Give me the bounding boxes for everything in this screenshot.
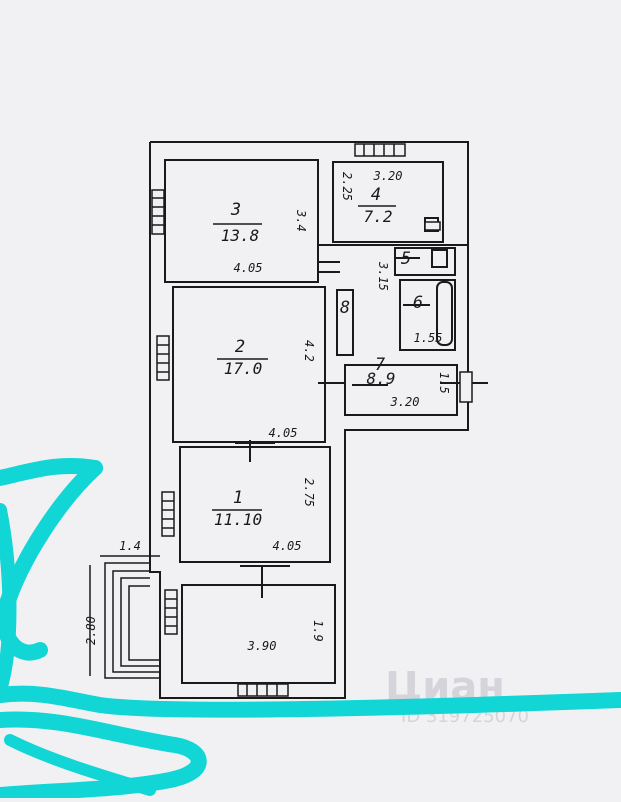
room-4-length: 2.25 bbox=[340, 172, 354, 201]
window-kitchen bbox=[354, 143, 406, 157]
marker-stroke bbox=[0, 685, 621, 718]
room-1-width: 4.05 bbox=[273, 539, 302, 553]
window-room-2 bbox=[156, 335, 170, 381]
marker-stroke bbox=[0, 711, 207, 802]
marker-stroke bbox=[4, 734, 156, 796]
room-1-area: 11.10 bbox=[214, 510, 262, 529]
room-7-width: 3.20 bbox=[390, 395, 420, 409]
staircase bbox=[89, 555, 160, 679]
stair-top-dim: 1.4 bbox=[119, 539, 141, 553]
room-6-number: 6 bbox=[413, 293, 423, 313]
room-4-number: 4 bbox=[371, 185, 381, 205]
window-small bbox=[424, 221, 441, 231]
window-balcony-bottom bbox=[237, 683, 289, 697]
room-7-area: 8.9 bbox=[367, 369, 396, 388]
marker-stroke bbox=[0, 503, 17, 697]
stair-side-dim: 2.80 bbox=[84, 616, 98, 645]
room-6-wall bbox=[399, 279, 456, 351]
room-4-wall bbox=[332, 161, 444, 243]
room-7-wall bbox=[344, 364, 458, 416]
room-3-width: 4.05 bbox=[234, 261, 263, 275]
room-2-area: 17.0 bbox=[224, 359, 263, 378]
room-5-wall bbox=[394, 247, 456, 276]
sink-fixture bbox=[431, 249, 448, 268]
windows bbox=[151, 143, 473, 697]
room-7-number: 7 bbox=[375, 355, 386, 375]
room-1-length: 2.75 bbox=[302, 478, 316, 507]
window-room-3 bbox=[151, 189, 165, 235]
room-1-number: 1 bbox=[233, 488, 243, 508]
room-8-number: 8 bbox=[340, 298, 350, 318]
balcony-wall bbox=[181, 584, 336, 684]
room-5-number: 5 bbox=[401, 249, 411, 269]
room-2-length: 4.2 bbox=[302, 340, 316, 362]
window-balcony bbox=[164, 589, 178, 635]
room-1-wall bbox=[179, 446, 331, 563]
room-3-length: 3.4 bbox=[294, 209, 308, 232]
window-hall bbox=[459, 371, 473, 403]
room-8-wall bbox=[336, 289, 354, 356]
room-4-width: 3.20 bbox=[373, 169, 403, 183]
room-3-number: 3 bbox=[230, 200, 241, 220]
room-7-length: 1.5 bbox=[437, 372, 451, 394]
room-4-area: 7.2 bbox=[364, 207, 393, 226]
marker-strokes bbox=[0, 457, 621, 802]
bathtub-fixture bbox=[436, 281, 453, 346]
window-room-1 bbox=[161, 491, 175, 537]
outer-wall bbox=[149, 141, 469, 699]
watermark: Циан ID 319725070 bbox=[385, 664, 529, 727]
room-3-area: 13.8 bbox=[221, 226, 260, 245]
marker-stroke bbox=[0, 460, 103, 661]
marker-stroke bbox=[0, 457, 103, 486]
room-3-wall bbox=[164, 159, 319, 283]
room-2-width: 4.05 bbox=[269, 426, 298, 440]
walls bbox=[149, 141, 488, 699]
room-6-width: 1.55 bbox=[414, 331, 443, 345]
balcony-width: 3.90 bbox=[247, 639, 277, 653]
room-labels: 3 13.8 4.05 3.4 2 17.0 4.05 4.2 1 11.10 … bbox=[84, 169, 451, 653]
room-2-number: 2 bbox=[235, 337, 245, 357]
corridor-length: 3.15 bbox=[376, 261, 390, 291]
balcony-depth: 1.9 bbox=[311, 620, 325, 642]
